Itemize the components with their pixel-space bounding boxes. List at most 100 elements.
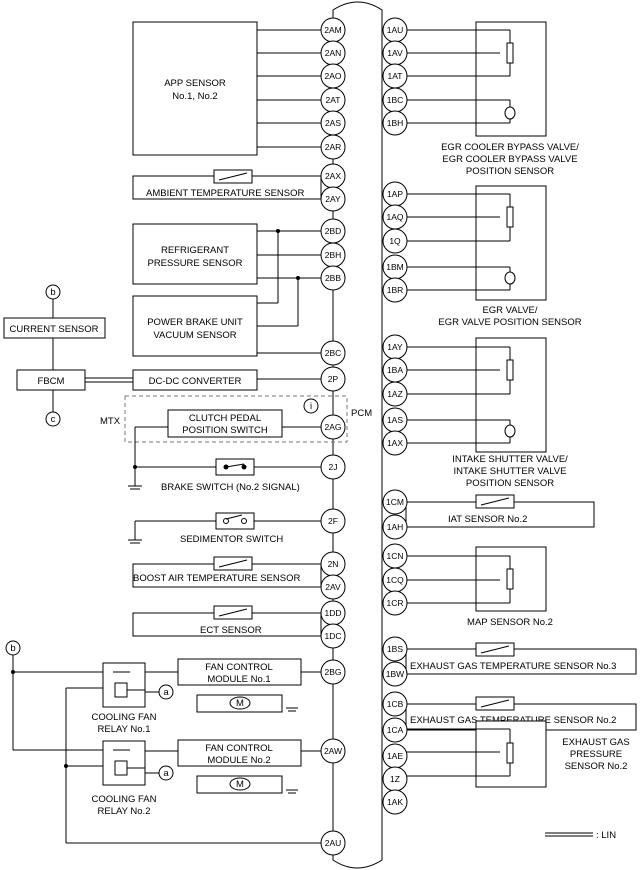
egp2-label: EXHAUST GAS (562, 737, 629, 748)
lin-legend: : LIN (596, 830, 616, 841)
right-pin-1ax (382, 430, 408, 456)
right-pin-1q (382, 228, 408, 254)
left-pin-2aw (320, 738, 346, 764)
left-pin-label: 2AX (325, 171, 341, 181)
relay-2-label: COOLING FAN (92, 794, 157, 805)
right-pin-1ca (382, 717, 408, 743)
left-pin-label: 2BG (324, 667, 341, 677)
right-pin-1ah (382, 514, 408, 540)
left-pin-label: 1DD (324, 608, 341, 618)
brake-switch-label: BRAKE SWITCH (No.2 SIGNAL) (161, 482, 300, 493)
mtx-frame (124, 395, 348, 443)
left-pin-label: 2F (328, 516, 338, 526)
right-pin-label: 1AV (387, 48, 403, 58)
left-pin-label: 2AU (325, 838, 342, 848)
intake-shutter-label: POSITION SENSOR (466, 478, 554, 489)
right-pin-label: 1BR (387, 285, 404, 295)
clutch-label: CLUTCH PEDAL (189, 413, 261, 424)
left-pin-label: 2AN (325, 48, 342, 58)
right-pin-label: 1AH (387, 522, 404, 532)
right-pin-label: 1AE (387, 751, 403, 761)
right-pin-label: 1AU (387, 25, 404, 35)
map2-label: MAP SENSOR No.2 (467, 617, 553, 628)
right-pin-label: 1BA (387, 365, 403, 375)
app-sensor-label: No.1, No.2 (172, 91, 217, 102)
clutch-box (167, 409, 283, 438)
fan-module-1-label: FAN CONTROL (205, 662, 273, 673)
svg-text:M: M (236, 698, 244, 709)
left-pin-label: 2P (328, 374, 339, 384)
right-pin-label: 1AP (387, 189, 403, 199)
map2-box (475, 546, 547, 612)
marker-b-label: b (50, 287, 55, 298)
left-pin-label: 2AV (325, 582, 341, 592)
egr-valve-label: EGR VALVE/ (482, 305, 537, 316)
right-pin-label: 1AX (387, 438, 403, 448)
right-pin-label: 1AK (387, 797, 403, 807)
right-pin-label: 1CR (386, 598, 403, 608)
left-pin-label: 2BH (325, 250, 342, 260)
left-pin-label: 2AR (325, 142, 342, 152)
right-pin-1cm (382, 489, 408, 515)
right-pin-1ak (382, 789, 408, 815)
left-pin-2j (320, 454, 346, 480)
left-pin-2f (320, 508, 346, 534)
marker-i-label: i (310, 401, 312, 412)
svg-text:M: M (236, 779, 244, 790)
boost-air-label: BOOST AIR TEMPERATURE SENSOR (133, 573, 300, 584)
marker-c-label: c (51, 414, 56, 425)
fbcm-box (16, 369, 86, 391)
right-pin-label: 1AS (387, 415, 403, 425)
right-pin-1br (382, 277, 408, 303)
pcm-label: PCM (351, 408, 372, 419)
left-pin-2bc (320, 340, 346, 366)
right-pin-label: 1Q (389, 236, 401, 246)
left-pin-label: 2J (329, 462, 338, 472)
right-pin-1cb (382, 691, 408, 717)
left-pin-label: 2AW (324, 746, 342, 756)
right-pin-label: 1BC (387, 95, 404, 105)
right-pin-label: 1AZ (387, 389, 403, 399)
left-pin-2bb (320, 265, 346, 291)
left-pin-label: 1DC (324, 631, 341, 641)
left-pin-2ay (320, 186, 346, 212)
sedimentor-label: SEDIMENTOR SWITCH (180, 534, 283, 545)
intake-shutter-label: INTAKE SHUTTER VALVE (454, 466, 567, 477)
left-pin-label: 2AY (325, 194, 341, 204)
left-pin-1dc (320, 623, 346, 649)
left-pin-2au (320, 830, 346, 856)
potentiometer-icon (506, 568, 514, 590)
mtx-label: MTX (100, 416, 121, 427)
left-pin-label: 2BD (325, 226, 342, 236)
marker-b-label: b (10, 643, 15, 654)
motor-icon (504, 271, 516, 285)
egr-valve-label: EGR VALVE POSITION SENSOR (438, 317, 581, 328)
fan-module-2-box (177, 739, 302, 767)
potentiometer-icon (506, 42, 514, 64)
refrigerant-label: REFRIGERANT (161, 245, 229, 256)
right-pin-label: 1BW (386, 669, 404, 679)
relay-1-label: RELAY No.1 (98, 724, 151, 735)
fan-motor-icon (229, 777, 251, 791)
potentiometer-icon (506, 359, 514, 381)
left-pin-2av (320, 574, 346, 600)
relay-2-label: RELAY No.2 (98, 806, 151, 817)
dcdc-box (132, 369, 258, 391)
fan-module-2-label: FAN CONTROL (205, 743, 273, 754)
right-pin-label: 1AT (388, 71, 403, 81)
right-pin-1bw (382, 661, 408, 687)
iat2-label: IAT SENSOR No.2 (448, 514, 527, 525)
current-sensor-label: CURRENT SENSOR (9, 324, 98, 335)
right-pin-label: 1CB (387, 699, 404, 709)
egr-cooler-label: POSITION SENSOR (466, 166, 554, 177)
potentiometer-icon (506, 742, 514, 764)
app-sensor-label: APP SENSOR (164, 78, 226, 89)
egp2-label: PRESSURE (570, 749, 622, 760)
motor-icon (504, 424, 516, 438)
marker-a-label: a (163, 687, 169, 698)
right-pin-1bs (382, 636, 408, 662)
brake-switch-box (215, 458, 255, 476)
potentiometer-icon (506, 206, 514, 228)
left-pin-label: 2BC (325, 348, 342, 358)
right-pin-1cr (382, 590, 408, 616)
